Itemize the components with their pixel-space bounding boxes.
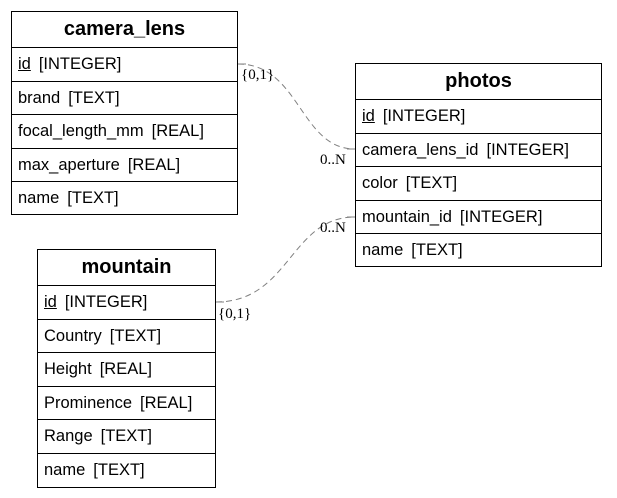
attribute-row: focal_length_mm [REAL] — [12, 115, 237, 149]
relationship-camera-lens-photos: {0,1} 0..N — [237, 63, 356, 168]
relationship-mountain-photos: {0,1} 0..N — [215, 216, 356, 322]
attribute-name: Height — [44, 360, 92, 378]
camera-lens-entity: camera_lens id [INTEGER] brand [TEXT] foca… — [11, 11, 238, 215]
attribute-name: focal_length_mm — [18, 122, 144, 140]
attribute-row: id [INTEGER] — [12, 48, 237, 82]
attribute-name: color — [362, 174, 398, 192]
attribute-row: mountain_id [INTEGER] — [356, 201, 601, 234]
attribute-row: color [TEXT] — [356, 167, 601, 201]
cardinality-label: {0,1} — [241, 67, 274, 83]
attribute-type: [TEXT] — [405, 174, 458, 192]
mountain-entity: mountain id [INTEGER] Country [TEXT] Heigh… — [37, 249, 216, 488]
attribute-type: [REAL] — [99, 360, 152, 378]
attribute-type: [INTEGER] — [64, 293, 148, 311]
attribute-name: id — [362, 107, 375, 125]
attribute-name: brand — [18, 88, 61, 107]
attribute-name: id — [18, 55, 31, 73]
attribute-type: [REAL] — [140, 393, 193, 412]
attribute-name: camera_lens_id — [362, 140, 479, 159]
attribute-type: [TEXT] — [100, 427, 152, 445]
attribute-name: Range — [44, 427, 93, 445]
attribute-row: name [TEXT] — [12, 182, 237, 216]
cardinality-label: 0..N — [320, 152, 346, 168]
attribute-name: name — [362, 241, 404, 259]
attribute-name: mountain_id — [362, 207, 452, 226]
relationship-edge — [215, 216, 356, 303]
attribute-type: [INTEGER] — [486, 140, 569, 159]
attribute-type: [TEXT] — [67, 189, 119, 207]
attribute-name: Prominence — [44, 393, 133, 412]
attribute-type: [INTEGER] — [38, 55, 122, 73]
entity-title: mountain — [38, 250, 215, 286]
entity-title: camera_lens — [12, 12, 237, 48]
attribute-name: name — [44, 460, 86, 479]
attribute-name: id — [44, 293, 57, 311]
attribute-name: Country — [44, 326, 102, 345]
attribute-type: [INTEGER] — [459, 207, 543, 226]
attribute-type: [REAL] — [127, 155, 181, 174]
attribute-row: name [TEXT] — [38, 454, 215, 488]
attribute-row: Range [TEXT] — [38, 420, 215, 454]
photos-entity: photos id [INTEGER] camera_lens_id [INTEGE… — [355, 63, 602, 267]
attribute-type: [TEXT] — [93, 460, 145, 479]
attribute-row: camera_lens_id [INTEGER] — [356, 134, 601, 167]
cardinality-label: {0,1} — [218, 306, 251, 322]
attribute-type: [INTEGER] — [382, 107, 466, 125]
cardinality-label: 0..N — [320, 220, 346, 236]
attribute-row: id [INTEGER] — [38, 286, 215, 320]
attribute-row: Height [REAL] — [38, 353, 215, 387]
entity-title: photos — [356, 64, 601, 100]
attribute-row: Prominence [REAL] — [38, 387, 215, 420]
attribute-name: name — [18, 189, 60, 207]
attribute-row: max_aperture [REAL] — [12, 149, 237, 182]
attribute-type: [TEXT] — [411, 241, 463, 259]
attribute-row: Country [TEXT] — [38, 320, 215, 353]
attribute-name: max_aperture — [18, 155, 120, 174]
attribute-row: id [INTEGER] — [356, 100, 601, 134]
attribute-row: brand [TEXT] — [12, 82, 237, 115]
attribute-row: name [TEXT] — [356, 234, 601, 268]
attribute-type: [TEXT] — [68, 88, 120, 107]
attribute-type: [REAL] — [151, 122, 204, 140]
attribute-type: [TEXT] — [109, 326, 162, 345]
relationship-edge — [237, 63, 356, 150]
